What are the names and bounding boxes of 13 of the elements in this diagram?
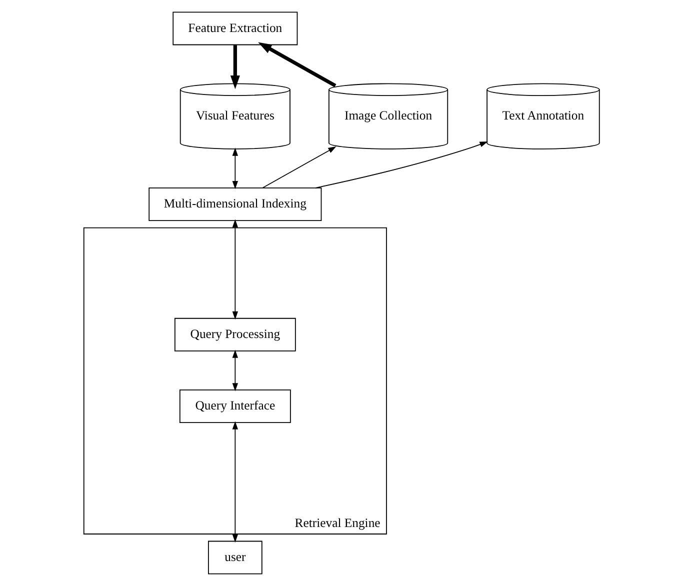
arrow <box>232 421 238 542</box>
arrow <box>314 142 488 188</box>
node-box: Query Interface <box>178 389 290 423</box>
arrow <box>258 42 336 88</box>
node-box: Feature Extraction <box>172 12 298 46</box>
arrow <box>232 350 238 392</box>
arrow <box>232 219 238 320</box>
node-box: Multi-dimensional Indexing <box>148 187 322 221</box>
arrow <box>262 146 336 188</box>
node-box: Query Processing <box>174 318 296 352</box>
arrow <box>232 148 238 190</box>
node-box: user <box>208 540 262 574</box>
arrow <box>230 45 240 90</box>
